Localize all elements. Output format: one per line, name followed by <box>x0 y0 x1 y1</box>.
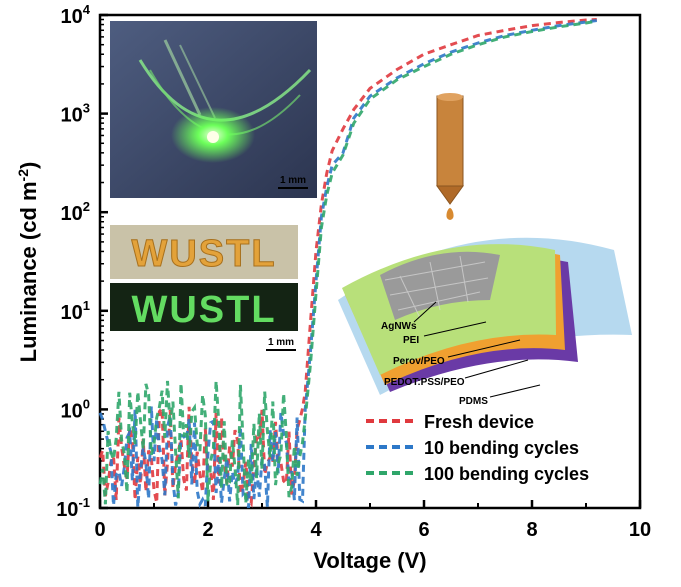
layer-label-pedot: PEDOT:PSS/PEO <box>384 377 465 388</box>
x-tick-label: 6 <box>418 519 429 541</box>
y-tick-label: 100 <box>61 396 90 422</box>
y-axis-label: Luminance (cd m-2) <box>15 162 41 363</box>
data-series <box>98 18 598 509</box>
device-schematic-inset: AgNWs PEI Perov/PEO PEDOT:PSS/PEO PDMS <box>338 93 632 407</box>
nozzle-icon <box>436 95 464 187</box>
wustl-word-off: WUSTL <box>131 233 276 275</box>
layer-label-perov-peo: Perov/PEO <box>393 356 445 367</box>
y-tick-label: 10-1 <box>56 495 90 521</box>
series-line-1 <box>98 19 598 509</box>
wustl-word-on: WUSTL <box>131 289 276 331</box>
legend: Fresh device 10 bending cycles 100 bendi… <box>366 412 589 484</box>
x-tick-label: 0 <box>94 519 105 541</box>
legend-label-100-cycles: 100 bending cycles <box>424 464 589 484</box>
y-tick-label: 103 <box>61 101 90 127</box>
legend-label-10-cycles: 10 bending cycles <box>424 438 579 458</box>
layer-label-pei: PEI <box>403 335 419 346</box>
x-tick-label: 4 <box>310 519 322 541</box>
y-tick-label: 102 <box>61 199 90 225</box>
device-photo-inset: 1 mm <box>110 21 317 198</box>
y-tick-label: 104 <box>61 2 91 28</box>
x-axis-label: Voltage (V) <box>313 548 426 573</box>
axis-ticks: 0 2 4 6 8 10 10-1 100 101 102 103 104 <box>56 2 651 541</box>
x-tick-label: 2 <box>202 519 213 541</box>
wustl-text-inset: WUSTL WUSTL 1 mm <box>110 225 298 351</box>
x-tick-label: 10 <box>629 519 651 541</box>
series-line-2 <box>98 19 598 506</box>
y-tick-label: 101 <box>61 298 90 324</box>
x-tick-label: 8 <box>526 519 537 541</box>
legend-label-fresh: Fresh device <box>424 412 534 432</box>
text-image-scalebar-label: 1 mm <box>268 337 294 348</box>
layer-label-pdms: PDMS <box>459 396 488 407</box>
layer-label-agnws: AgNWs <box>381 321 417 332</box>
photo-scalebar-label: 1 mm <box>280 175 306 186</box>
